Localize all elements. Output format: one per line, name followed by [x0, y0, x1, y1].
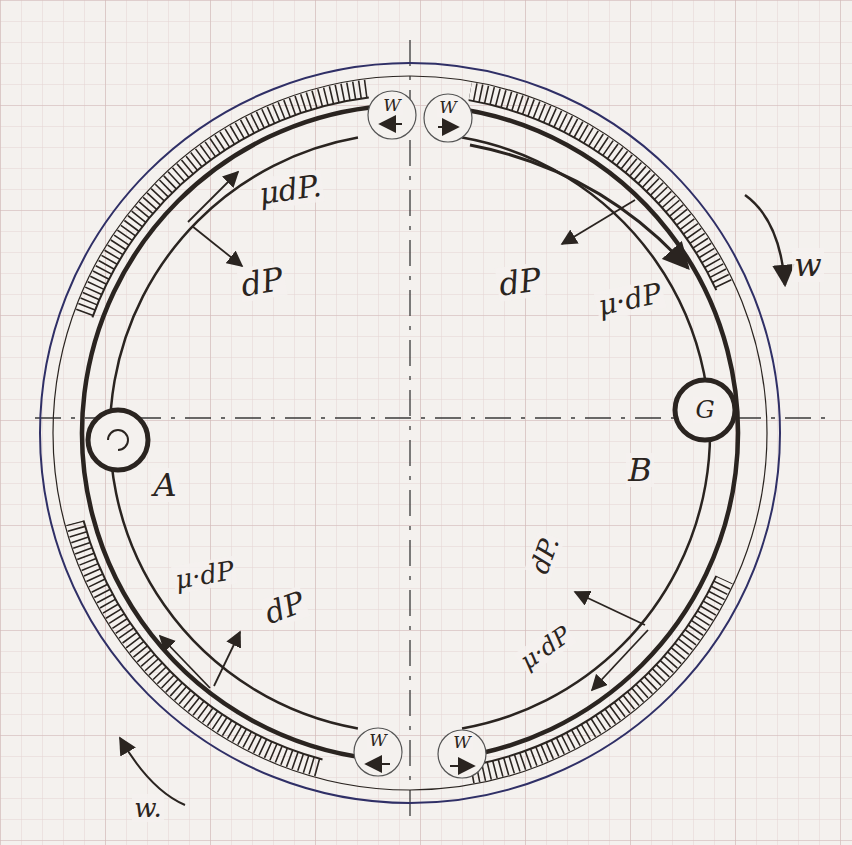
force-label: W	[381, 96, 402, 115]
force-label: W	[437, 98, 458, 117]
normal-force-label: dP	[495, 262, 545, 302]
force-label: W	[367, 731, 388, 750]
force-label: W	[451, 733, 472, 752]
pivot-label: G	[693, 397, 716, 423]
normal-force-label: dP	[236, 261, 287, 302]
rotation-label: w	[792, 248, 823, 282]
pivot-label: A	[151, 468, 178, 502]
shoe-label: B	[626, 453, 654, 487]
rotation-label: w.	[132, 794, 163, 822]
